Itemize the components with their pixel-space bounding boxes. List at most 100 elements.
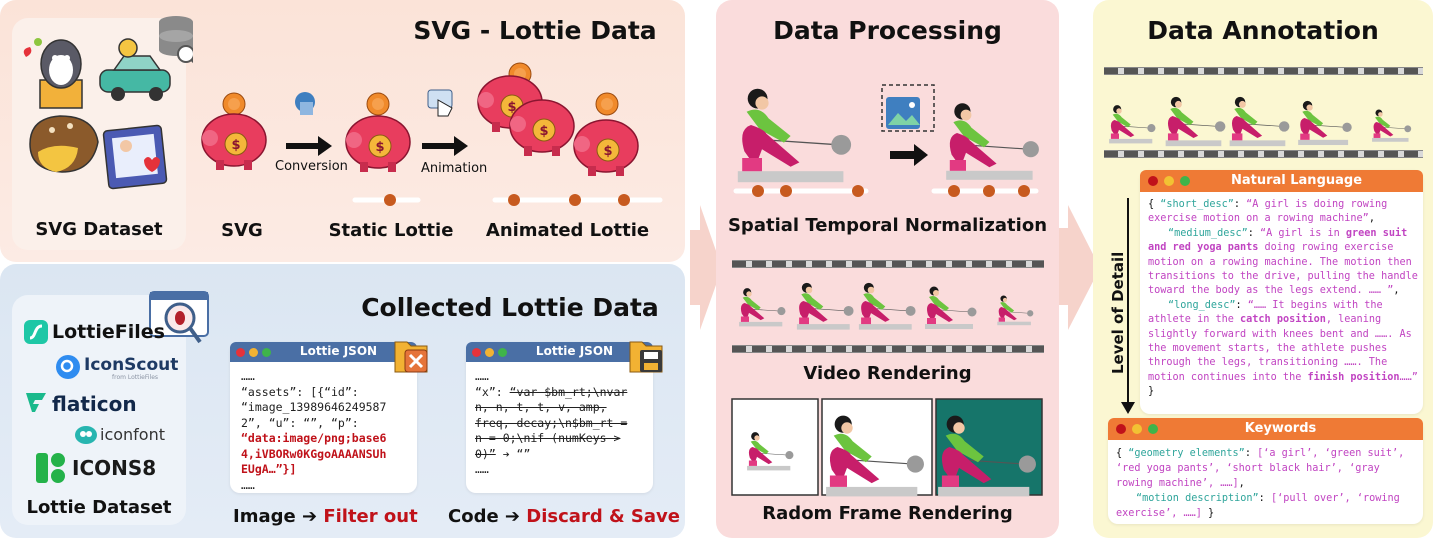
brand-flaticon: flaticon bbox=[52, 392, 137, 416]
window-title: Lottie JSON bbox=[299, 344, 378, 358]
code-rule-label: Code ➔ bbox=[448, 506, 527, 527]
short-desc-value: “A girl is doing rowing exercise motion … bbox=[1148, 199, 1388, 225]
kw-titlebar: Keywords bbox=[1108, 418, 1423, 440]
medium-desc-key: “medium_desc” bbox=[1168, 227, 1248, 239]
window-title: Lottie JSON bbox=[535, 344, 614, 358]
animation-arrow bbox=[422, 136, 468, 156]
annotation-film-bottom bbox=[1104, 150, 1423, 158]
code-line: …… bbox=[475, 462, 489, 476]
processing-illustrations bbox=[731, 84, 1043, 497]
animation-label: Animation bbox=[421, 161, 488, 176]
flaticon-icon bbox=[26, 393, 46, 412]
code-struck: “var $bm_rt;\nvar bbox=[509, 384, 628, 399]
penguin-icon bbox=[23, 38, 83, 109]
brand-icons8: ICONS8 bbox=[72, 456, 157, 480]
code-line: “assets”: [{“id”: bbox=[241, 384, 359, 399]
motion-value: [‘pull over’, ‘rowing exercise’, ……] bbox=[1116, 493, 1400, 519]
code-replacement: ➔ “” bbox=[495, 446, 531, 461]
annotation-film-top bbox=[1104, 67, 1423, 75]
animation-hand-icon bbox=[427, 89, 453, 117]
long-desc-highlight-1: catch position bbox=[1240, 314, 1326, 326]
kw-content: { “geometry elements”: [‘a girl’, ‘green… bbox=[1116, 448, 1405, 519]
static-piggy-icon bbox=[345, 92, 411, 173]
close-dot bbox=[1116, 424, 1126, 434]
lottiefiles-icon bbox=[24, 320, 48, 344]
long-desc-highlight-2: finish position bbox=[1307, 371, 1400, 383]
flow-arrow-2 bbox=[1058, 205, 1100, 330]
maximize-dot bbox=[498, 348, 507, 357]
rower-normalized bbox=[945, 102, 1040, 181]
iconscout-icon bbox=[56, 355, 80, 379]
long-desc-value-mid: , leaning slightly forward with knees be… bbox=[1148, 314, 1412, 383]
code-line-image-data: “data:image/png;base6 bbox=[241, 431, 387, 445]
nl-titlebar: Natural Language bbox=[1140, 170, 1423, 192]
long-desc-key: “long_desc” bbox=[1168, 299, 1236, 311]
cookie-icon bbox=[29, 115, 99, 173]
image-filter-rule: Image ➔ Filter out bbox=[233, 506, 418, 527]
json-code-expression: …… “x”: “var $bm_rt;\nvar n, n, t, t, v,… bbox=[475, 369, 627, 478]
lottie-json-window-code: Lottie JSON …… “x”: “var $bm_rt;\nvar n,… bbox=[466, 342, 653, 493]
maximize-dot bbox=[1180, 176, 1190, 186]
folder-save-icon bbox=[629, 341, 663, 373]
rower-large bbox=[737, 88, 852, 183]
natural-language-card: Natural Language { “short_desc”: “A girl… bbox=[1140, 170, 1423, 414]
stage-svg-label: SVG bbox=[221, 220, 263, 241]
stage-static-label: Static Lottie bbox=[328, 220, 454, 241]
code-struck: 0)” bbox=[475, 446, 496, 461]
brand-iconfont: iconfont bbox=[100, 425, 166, 444]
conversion-arrow bbox=[286, 136, 332, 156]
medium-desc-value: “A girl is in bbox=[1260, 227, 1346, 239]
geometry-value: [‘a girl’, ‘green suit’, ‘red yoga pants… bbox=[1116, 448, 1405, 489]
svg-dataset-illustrations bbox=[23, 16, 193, 190]
close-dot bbox=[1148, 176, 1158, 186]
iconfont-icon bbox=[75, 426, 97, 444]
short-desc-key: “short_desc” bbox=[1160, 199, 1234, 210]
nl-content: { “short_desc”: “A girl is doing rowing … bbox=[1148, 199, 1418, 398]
lottie-json-window-image: Lottie JSON …… “assets”: [{“id”: “image_… bbox=[230, 342, 417, 493]
conversion-icon bbox=[295, 92, 315, 115]
animated-piggy-2 bbox=[509, 99, 575, 157]
minimize-dot bbox=[485, 348, 494, 357]
brand-lottiefiles: LottieFiles bbox=[52, 321, 165, 343]
code-line-image-data: 4,iVBORw0KGgoAAAANSUh bbox=[241, 446, 387, 461]
json-code-image: …… “assets”: [{“id”: “image_139896462495… bbox=[241, 369, 386, 493]
car-icon bbox=[99, 38, 171, 101]
svg-piggy-icon bbox=[201, 92, 267, 171]
brand-iconscout-sub: from LottieFiles bbox=[112, 374, 159, 381]
code-key: “x”: bbox=[475, 384, 510, 399]
medium-desc-value-rest: doing rowing exercise motion on a rowing… bbox=[1148, 242, 1418, 297]
svg-dataset-label: SVG Dataset bbox=[35, 219, 163, 240]
annotation-title: Data Annotation bbox=[1147, 16, 1379, 45]
lottie-dataset-label: Lottie Dataset bbox=[26, 497, 172, 518]
video-frame-5 bbox=[997, 295, 1034, 326]
film-strip-top bbox=[732, 260, 1044, 268]
folder-delete-icon bbox=[394, 341, 428, 373]
normalize-arrow bbox=[890, 144, 928, 166]
motion-key: “motion description” bbox=[1136, 493, 1259, 504]
stage-animated-label: Animated Lottie bbox=[485, 220, 650, 241]
code-struck: n, n, t, t, v, amp, bbox=[475, 400, 607, 414]
bug-search-icon bbox=[149, 291, 209, 344]
svg-lottie-title: SVG - Lottie Data bbox=[413, 16, 657, 45]
maximize-dot bbox=[1148, 424, 1158, 434]
level-of-detail-arrow bbox=[1121, 198, 1135, 414]
conversion-label: Conversion bbox=[275, 159, 348, 174]
video-frame-4 bbox=[924, 286, 977, 330]
database-search-icon bbox=[159, 16, 193, 64]
brand-iconscout: IconScout bbox=[84, 355, 179, 375]
step-video-label: Video Rendering bbox=[803, 363, 972, 384]
maximize-dot bbox=[262, 348, 271, 357]
piggy-pipeline: $ bbox=[201, 62, 663, 206]
code-line: “image_13989646249587 bbox=[241, 400, 387, 414]
long-desc-value-end: ……” bbox=[1399, 371, 1418, 383]
code-line-image-data: EUgA…”}] bbox=[241, 462, 297, 476]
minimize-dot bbox=[1164, 176, 1174, 186]
image-rule-action: Filter out bbox=[323, 506, 418, 527]
annotation-frames bbox=[1108, 96, 1412, 147]
window-titlebar: Lottie JSON bbox=[466, 342, 653, 362]
code-save-rule: Code ➔ Discard & Save bbox=[448, 506, 680, 527]
step-random-frame-label: Radom Frame Rendering bbox=[762, 503, 1013, 524]
code-struck: freq, decay;\n$bm_rt = bbox=[475, 415, 628, 430]
code-line: …… bbox=[241, 369, 255, 383]
